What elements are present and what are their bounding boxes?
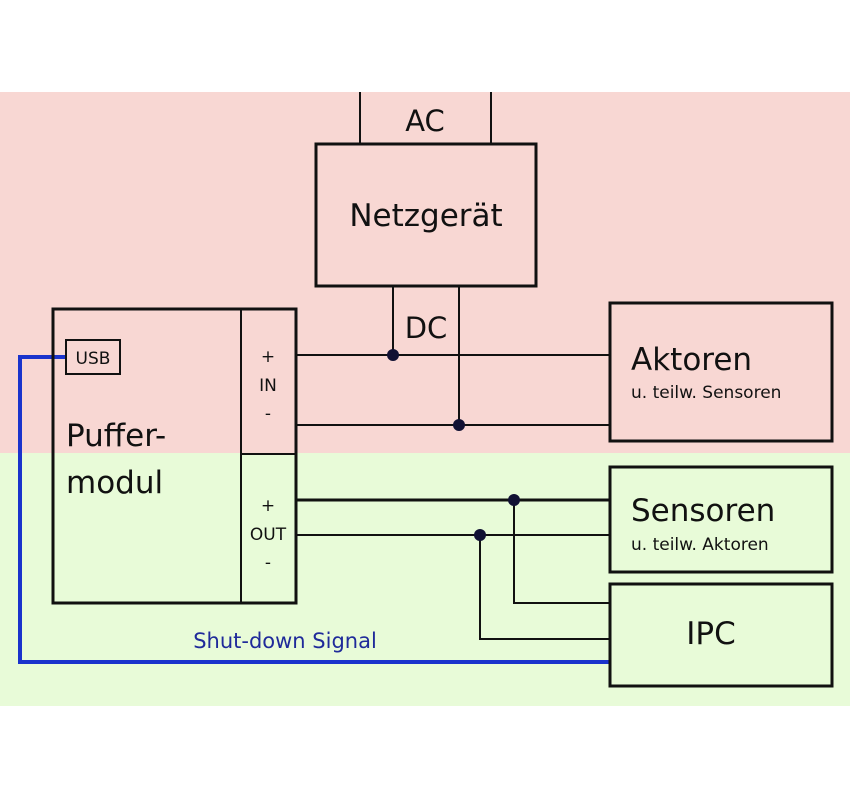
sensoren-block[interactable]: Sensoren u. teilw. Aktoren [608, 465, 834, 574]
junction-out-plus [508, 494, 520, 506]
junction-out-minus [474, 529, 486, 541]
out-minus-label: - [265, 553, 271, 573]
usb-port[interactable]: USB [65, 339, 121, 375]
in-minus-label: - [265, 404, 271, 424]
aktoren-block[interactable]: Aktoren u. teilw. Sensoren [608, 301, 834, 443]
ipc-block[interactable]: IPC [608, 582, 834, 688]
puffermodul-label-2: modul [66, 465, 163, 501]
ipc-plus-wire [513, 500, 610, 604]
shutdown-signal-label: Shut-down Signal [193, 629, 377, 653]
sensoren-sublabel: u. teilw. Aktoren [631, 535, 769, 555]
junction-dc-minus [453, 419, 465, 431]
out-label: OUT [250, 525, 287, 545]
netzgeraet-label: Netzgerät [349, 198, 502, 234]
ipc-label: IPC [686, 616, 735, 652]
aktoren-label: Aktoren [631, 342, 752, 378]
aktoren-sublabel: u. teilw. Sensoren [631, 383, 781, 403]
puffermodul-block[interactable]: USB Puffer- modul + IN - + OUT - [51, 307, 298, 605]
netzgeraet-block[interactable]: Netzgerät [314, 142, 538, 288]
shutdown-signal-wire [18, 355, 610, 664]
sensoren-label: Sensoren [631, 493, 775, 529]
in-plus-label: + [261, 347, 275, 367]
ipc-minus-wire [479, 535, 610, 640]
puffermodul-label-1: Puffer- [66, 418, 166, 454]
ac-dc-zone [0, 92, 850, 453]
out-plus-label: + [261, 496, 275, 516]
dc-label: DC [405, 311, 448, 345]
usb-label: USB [76, 349, 111, 369]
in-label: IN [259, 376, 277, 396]
junction-dc-plus [387, 349, 399, 361]
ac-label: AC [405, 104, 445, 138]
